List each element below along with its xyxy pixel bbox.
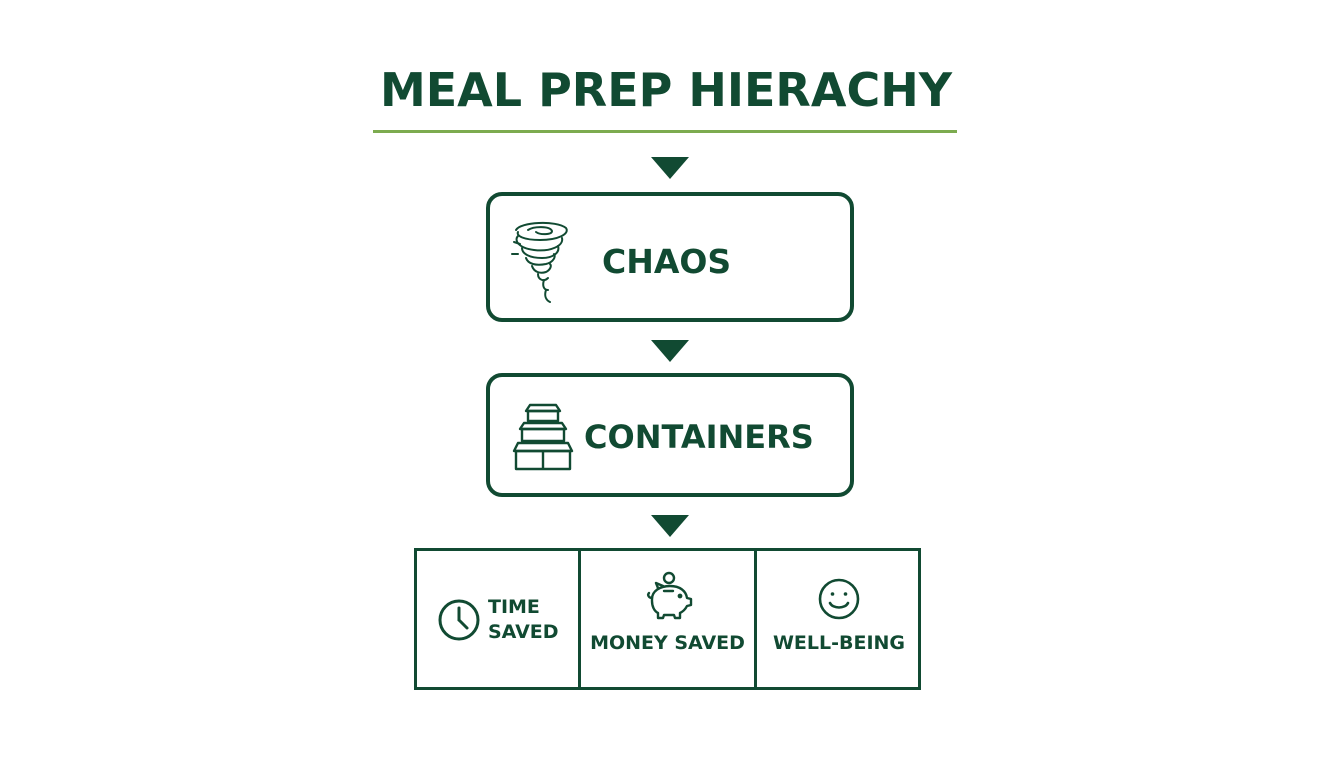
smiley-face-icon <box>817 577 861 621</box>
containers-box: CONTAINERS <box>486 373 854 497</box>
page-title: MEAL PREP HIERACHY <box>379 63 953 117</box>
down-arrow-icon <box>651 515 689 537</box>
cell-divider <box>578 551 581 687</box>
outcome-cell-time-saved: TIME SAVED <box>417 551 578 687</box>
outcome-cell-money-saved: MONEY SAVED <box>581 551 754 687</box>
containers-label: CONTAINERS <box>584 418 814 456</box>
clock-icon <box>437 598 481 642</box>
time-saved-label-line2: SAVED <box>488 621 559 643</box>
money-saved-label: MONEY SAVED <box>590 632 745 654</box>
chaos-label: CHAOS <box>602 242 732 281</box>
time-saved-label-line1: TIME <box>488 596 540 618</box>
outcome-cell-well-being: WELL-BEING <box>757 551 918 687</box>
outcomes-row: TIME SAVED MONEY SAVED <box>414 548 921 690</box>
tornado-icon <box>510 220 570 306</box>
title-underline <box>373 130 957 133</box>
chaos-box: CHAOS <box>486 192 854 322</box>
piggy-bank-icon <box>644 571 694 621</box>
down-arrow-icon <box>651 157 689 179</box>
down-arrow-icon <box>651 340 689 362</box>
well-being-label: WELL-BEING <box>772 632 906 654</box>
stacked-containers-icon <box>512 397 574 473</box>
cell-divider <box>754 551 757 687</box>
